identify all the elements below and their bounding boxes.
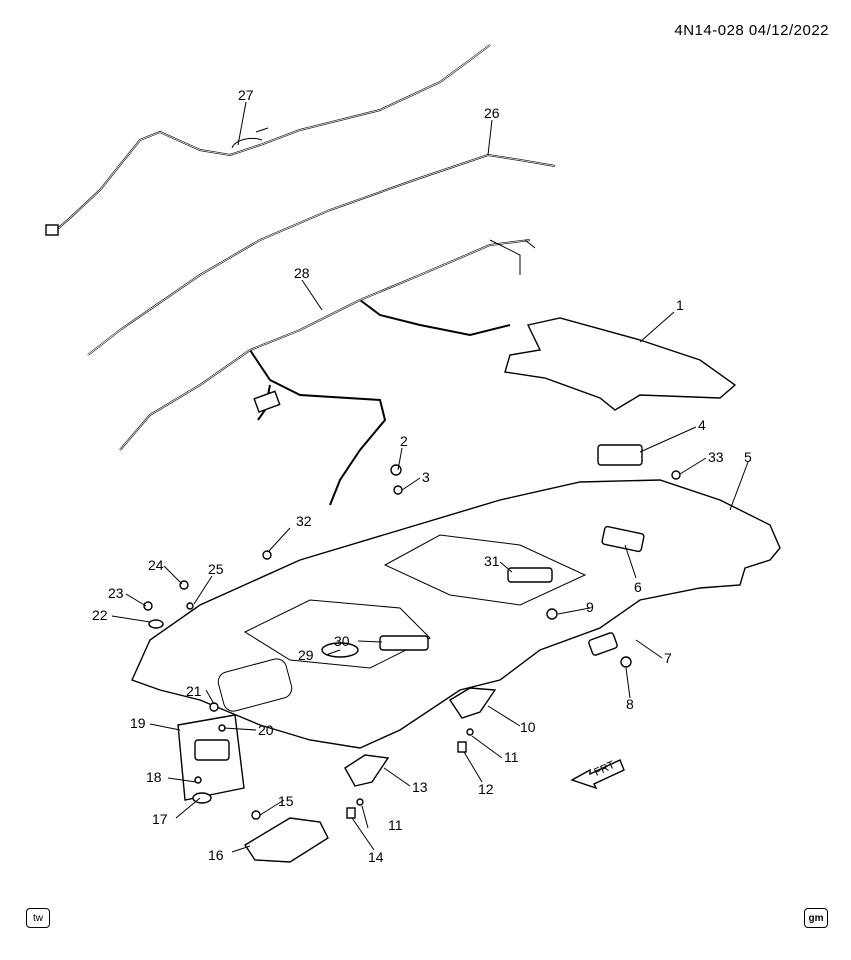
callout-22: 22 xyxy=(92,607,108,623)
diagram-code: 4N14-028 04/12/2022 xyxy=(674,22,829,39)
callout-labels: 1 2 3 4 5 6 7 8 9 10 11 11 12 13 14 15 1… xyxy=(92,87,752,865)
callout-19: 19 xyxy=(130,715,146,731)
part-22-clip xyxy=(148,619,164,629)
part-11-clip-b xyxy=(356,798,364,806)
part-16-console xyxy=(244,817,329,863)
callout-28: 28 xyxy=(294,265,310,281)
dome-opening xyxy=(217,658,293,712)
callout-13: 13 xyxy=(412,779,428,795)
callout-12: 12 xyxy=(478,781,494,797)
callout-21: 21 xyxy=(186,683,202,699)
part-15-clip xyxy=(251,810,261,820)
sunroof-opening xyxy=(383,534,587,606)
callout-32: 32 xyxy=(296,513,312,529)
part-10-handle xyxy=(449,687,497,719)
callout-11a: 11 xyxy=(504,749,519,765)
part-13-handle xyxy=(344,754,390,787)
callout-20: 20 xyxy=(258,722,274,738)
callout-31: 31 xyxy=(484,553,500,569)
callout-7: 7 xyxy=(664,650,672,666)
callout-9: 9 xyxy=(586,599,594,615)
callout-18: 18 xyxy=(146,769,162,785)
part-3-clip xyxy=(393,485,403,495)
part-25-clip xyxy=(186,602,194,610)
part-6-bracket xyxy=(601,525,645,553)
part-33-clip xyxy=(671,470,681,480)
callout-5: 5 xyxy=(744,449,752,465)
callout-27: 27 xyxy=(238,87,254,103)
callout-2: 2 xyxy=(400,433,408,449)
part-12-cap xyxy=(457,741,467,753)
tw-badge: tw xyxy=(26,908,50,928)
callout-16: 16 xyxy=(208,847,224,863)
part-23-clip xyxy=(143,601,153,611)
part-14-cap xyxy=(346,807,356,819)
callout-15: 15 xyxy=(278,793,294,809)
part-31-bracket xyxy=(507,567,553,583)
visor-mirror xyxy=(194,739,230,761)
wire-harness-27 xyxy=(45,44,491,236)
callout-6: 6 xyxy=(634,579,642,595)
front-arrow: FRT xyxy=(570,759,625,790)
callout-23: 23 xyxy=(108,585,124,601)
callout-10: 10 xyxy=(520,719,536,735)
callout-26: 26 xyxy=(484,105,500,121)
callout-33: 33 xyxy=(708,449,724,465)
callout-17: 17 xyxy=(152,811,168,827)
wire-harness-28 xyxy=(119,239,536,506)
part-32-clip xyxy=(262,550,272,560)
part-18-clip xyxy=(194,776,202,784)
callout-14: 14 xyxy=(368,849,384,865)
part-9-clip xyxy=(546,608,558,620)
leader-lines xyxy=(111,101,749,853)
part-11-clip-a xyxy=(466,728,474,736)
rear-opening xyxy=(243,599,431,669)
callout-11b: 11 xyxy=(388,817,403,833)
part-1-pad xyxy=(504,317,737,411)
wire-harness-26 xyxy=(87,153,556,356)
gm-logo: gm xyxy=(804,908,828,928)
part-21-clip xyxy=(209,702,219,712)
callout-29: 29 xyxy=(298,647,314,663)
callout-8: 8 xyxy=(626,696,634,712)
callout-25: 25 xyxy=(208,561,224,577)
part-24-clip xyxy=(179,580,189,590)
callout-3: 3 xyxy=(422,469,430,485)
callout-24: 24 xyxy=(148,557,164,573)
callout-4: 4 xyxy=(698,417,706,433)
callout-1: 1 xyxy=(676,297,684,313)
part-4-lamp xyxy=(597,444,643,466)
part-7-bracket xyxy=(588,632,618,656)
part-8-clip xyxy=(620,656,632,668)
part-30-bracket xyxy=(379,635,429,651)
callout-30: 30 xyxy=(334,633,350,649)
part-2-clip xyxy=(390,464,402,476)
